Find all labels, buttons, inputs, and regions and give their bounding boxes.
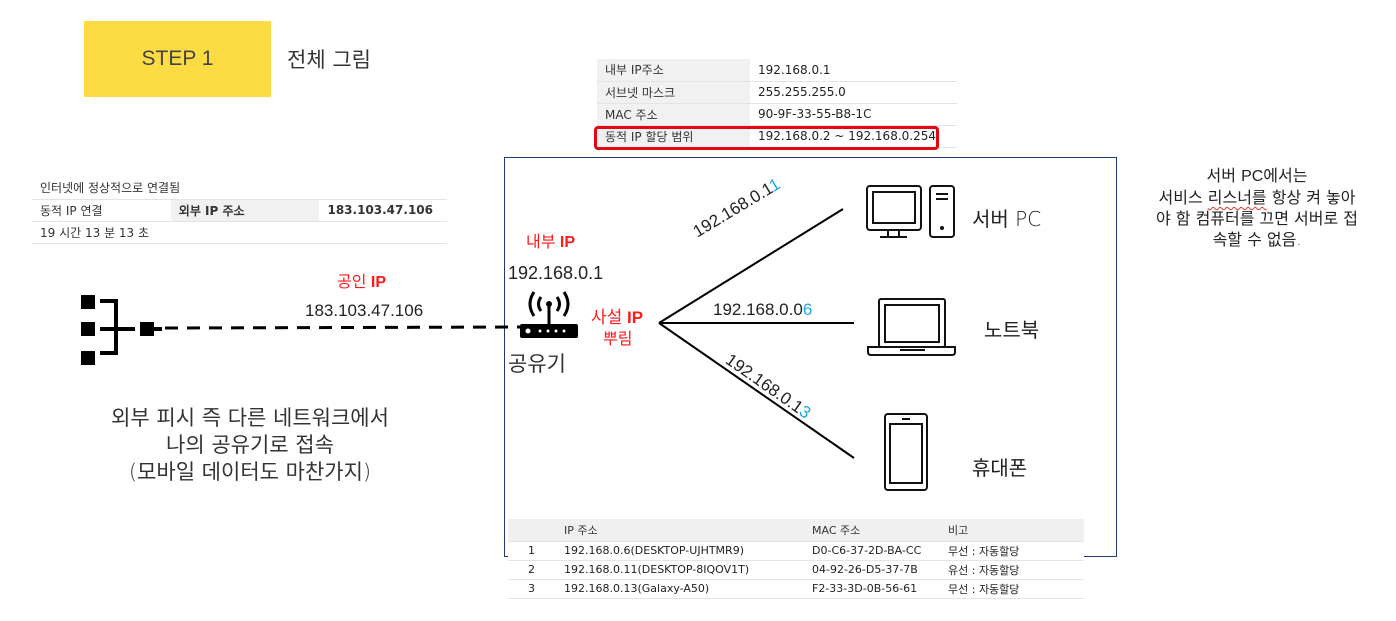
ip-suffix: 6 [802, 300, 813, 319]
desktop-pc-icon [866, 185, 955, 238]
router-info-value: 255.255.255.0 [750, 81, 957, 104]
public-ip-label: 공인 IP [337, 268, 386, 292]
table-header-row: IP 주소 MAC 주소 비고 [508, 519, 1084, 542]
cell-mac: F2-33-3D-0B-56-61 [808, 579, 944, 599]
link-phone [658, 322, 855, 459]
router-ip: 192.168.0.1 [508, 263, 604, 283]
cell-ip: 192.168.0.6(DESKTOP-UJHTMR9) [560, 541, 808, 561]
table-row: 동적 IP 연결 외부 IP 주소 183.103.47.106 [32, 199, 447, 222]
connection-type: 동적 IP 연결 [32, 199, 171, 222]
note-text: 항상 켜 놓아 [1266, 188, 1356, 207]
table-row: 서브넷 마스크 255.255.255.0 [597, 81, 957, 104]
col-header-ip: IP 주소 [560, 519, 808, 542]
note-text: 서비스 [1158, 188, 1208, 207]
note-line: 서버 PC에서는 [1126, 165, 1388, 187]
wan-dashed-line [164, 325, 521, 330]
table-row: 3 192.168.0.13(Galaxy-A50) F2-33-3D-0B-5… [508, 579, 1084, 599]
link-server-pc [658, 208, 844, 324]
router-info-value: 192.168.0.1 [750, 59, 957, 82]
note-text: 에서는 [1263, 166, 1308, 185]
private-ip-label-ip: IP [627, 308, 644, 327]
note-text: PC [1241, 168, 1264, 185]
router-label: 공유기 [508, 352, 566, 376]
note-line: 서비스 리스너를 항상 켜 놓아 [1126, 187, 1388, 208]
col-header-note: 비고 [944, 519, 1084, 542]
table-row: 동적 IP 할당 범위 192.168.0.2 ~ 192.168.0.254 [597, 125, 957, 148]
desc-line: (모바일 데이터도 마찬가지) [128, 460, 372, 484]
router-info-key: 내부 IP주소 [597, 59, 750, 82]
desc-line: 나의 공유기로 접속 [166, 433, 334, 457]
desc-line: 외부 피시 즉 다른 네트워크에서 [111, 406, 389, 430]
cell-ip: 192.168.0.13(Galaxy-A50) [560, 579, 808, 599]
network-hierarchy-icon [81, 295, 162, 365]
dhcp-clients-table: IP 주소 MAC 주소 비고 1 192.168.0.6(DESKTOP-UJ… [508, 519, 1084, 599]
cell-no: 3 [508, 579, 560, 599]
table-row: MAC 주소 90-9F-33-55-B8-1C [597, 103, 957, 126]
external-access-description: 외부 피시 즉 다른 네트워크에서 나의 공유기로 접속 (모바일 데이터도 마… [40, 405, 460, 486]
link-ip-notebook: 192.168.0.06 [713, 300, 812, 320]
cell-note: 유선 : 자동할당 [944, 560, 1084, 580]
external-ip-label: 외부 IP 주소 [170, 199, 320, 222]
private-ip-label: 사설 IP [591, 303, 643, 328]
table-row: 인터넷에 정상적으로 연결됨 [32, 177, 447, 200]
internal-ip-label-ip: IP [559, 234, 576, 251]
note-text: 서버 [1206, 166, 1242, 185]
cell-ip: 192.168.0.11(DESKTOP-8IQOV1T) [560, 560, 808, 580]
public-ip-label-ko: 공인 [337, 272, 367, 291]
internal-ip-label-ko: 내부 [526, 232, 556, 251]
ip-prefix: 192.168.0.0 [713, 300, 803, 319]
device-label-notebook: 노트북 [984, 318, 1040, 342]
step-title: 전체 그림 [287, 48, 371, 72]
cell-note: 무선 : 자동할당 [944, 541, 1084, 561]
external-ip-value: 183.103.47.106 [319, 199, 447, 222]
public-ip-value: 183.103.47.106 [305, 301, 424, 320]
cell-mac: D0-C6-37-2D-BA-CC [808, 541, 944, 561]
table-row: 내부 IP주소 192.168.0.1 [597, 59, 957, 82]
private-ip-sub: 뿌림 [603, 329, 633, 348]
note-line: 야 함 컴퓨터를 끄면 서버로 접 [1155, 209, 1359, 228]
server-note: 서버 PC에서는 서비스 리스너를 항상 켜 놓아 야 함 컴퓨터를 끄면 서버… [1126, 165, 1388, 250]
col-header-mac: MAC 주소 [808, 519, 944, 542]
private-ip-label-ko: 사설 [591, 308, 623, 328]
table-row: 2 192.168.0.11(DESKTOP-8IQOV1T) 04-92-26… [508, 560, 1084, 580]
cell-note: 무선 : 자동할당 [944, 579, 1084, 599]
dhcp-range-highlight [594, 126, 939, 150]
router-info-key: MAC 주소 [597, 103, 750, 126]
table-row: 1 192.168.0.6(DESKTOP-UJHTMR9) D0-C6-37-… [508, 541, 1084, 561]
laptop-icon [867, 298, 956, 356]
public-ip-label-ip: IP [370, 274, 387, 291]
router-info-value: 192.168.0.2 ~ 192.168.0.254 [750, 125, 957, 148]
router-info-key: 서브넷 마스크 [597, 81, 750, 104]
step-badge: STEP 1 [84, 21, 271, 97]
wan-status-table: 인터넷에 정상적으로 연결됨 동적 IP 연결 외부 IP 주소 183.103… [32, 177, 447, 244]
cell-mac: 04-92-26-D5-37-7B [808, 560, 944, 580]
note-line: 속할 수 없음. [1212, 230, 1302, 249]
table-row: 19 시간 13 분 13 초 [32, 221, 447, 244]
router-info-key: 동적 IP 할당 범위 [597, 125, 750, 148]
cell-no: 2 [508, 560, 560, 580]
device-label-server-pc: 서버 PC [972, 207, 1042, 231]
uptime: 19 시간 13 분 13 초 [32, 221, 447, 244]
cell-no: 1 [508, 541, 560, 561]
smartphone-icon [884, 413, 928, 491]
connection-status: 인터넷에 정상적으로 연결됨 [32, 177, 447, 200]
wifi-router-icon [520, 291, 578, 338]
spellcheck-underlined-word: 리스너를 [1207, 188, 1267, 207]
router-info-value: 90-9F-33-55-B8-1C [750, 103, 957, 126]
col-header-no [508, 519, 560, 542]
device-label-phone: 휴대폰 [972, 456, 1028, 480]
internal-ip-label: 내부 IP [526, 228, 575, 252]
router-info-table: 내부 IP주소 192.168.0.1 서브넷 마스크 255.255.255.… [597, 59, 957, 148]
